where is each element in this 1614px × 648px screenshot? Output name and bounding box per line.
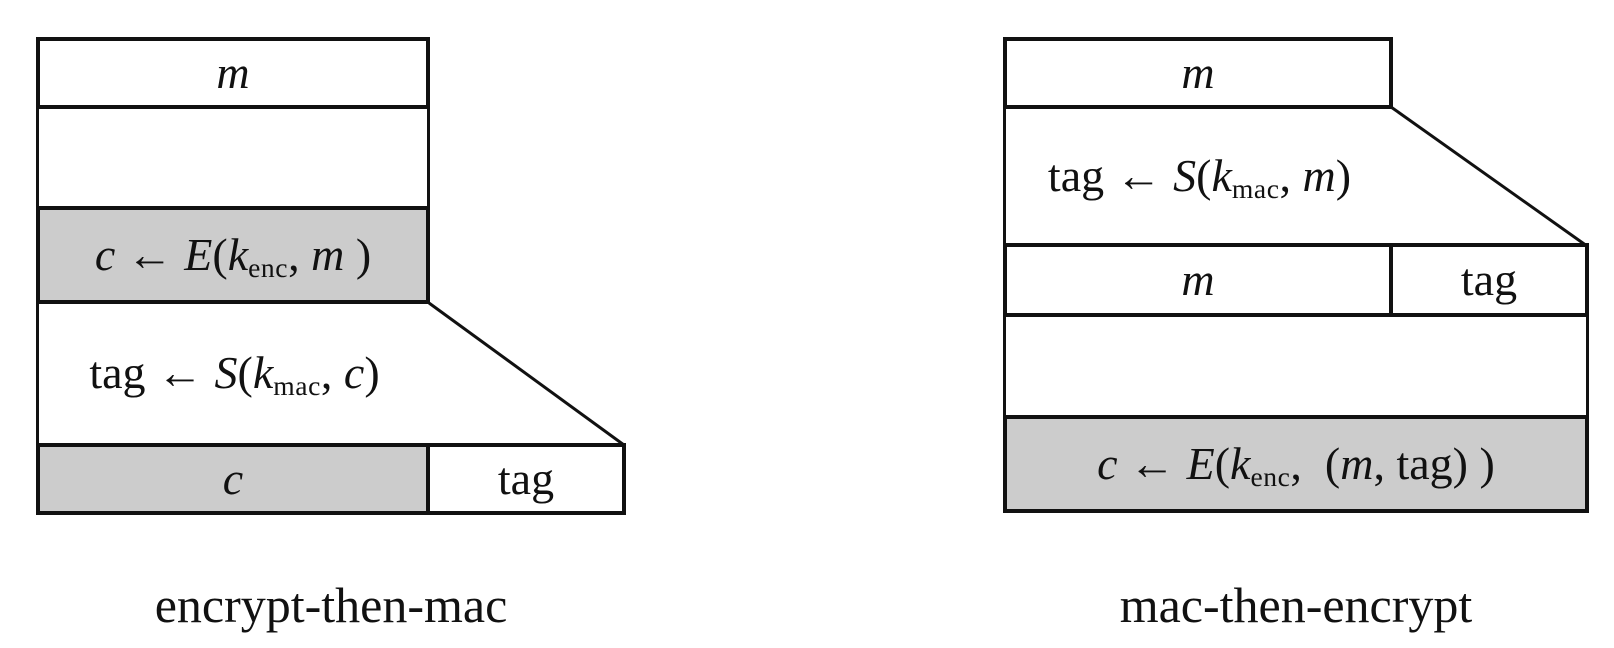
left-mac-formula: tag ← S(kmac, c) [89,346,380,401]
right-caption: mac-then-encrypt [1119,577,1473,633]
right-mid-tag-label: tag [1460,254,1518,305]
right-encrypt-connector [1003,314,1589,418]
left-caption: encrypt-then-mac [154,577,508,633]
right-mac-region: tag ← S(kmac, m) [1003,106,1393,245]
right-message-box: m [1003,37,1393,109]
left-encrypt-box: c ← E(kenc, m ) [36,206,430,304]
left-message-box: m [36,37,430,109]
left-encrypt-connector [36,106,430,209]
right-mid-message-box: m [1003,243,1393,317]
right-encrypt-box: c ← E(kenc, (m, tag) ) [1003,415,1589,513]
left-output-tag-label: tag [497,453,555,504]
left-mac-region: tag ← S(kmac, c) [36,302,430,443]
right-mid-message-label: m [1181,254,1215,305]
left-message-label: m [216,47,250,98]
right-mid-tag-box: tag [1389,243,1589,317]
right-encrypt-formula: c ← E(kenc, (m, tag) ) [1097,438,1495,492]
left-encrypt-formula: c ← E(kenc, m ) [94,229,372,283]
left-diagonal-line [428,301,625,447]
left-output-cipher-box: c [36,443,430,515]
right-mac-formula: tag ← S(kmac, m) [1047,149,1352,204]
right-diagonal-line [1390,105,1588,248]
left-output-tag-box: tag [426,443,626,515]
right-message-label: m [1181,47,1215,98]
left-output-cipher-label: c [222,453,244,504]
